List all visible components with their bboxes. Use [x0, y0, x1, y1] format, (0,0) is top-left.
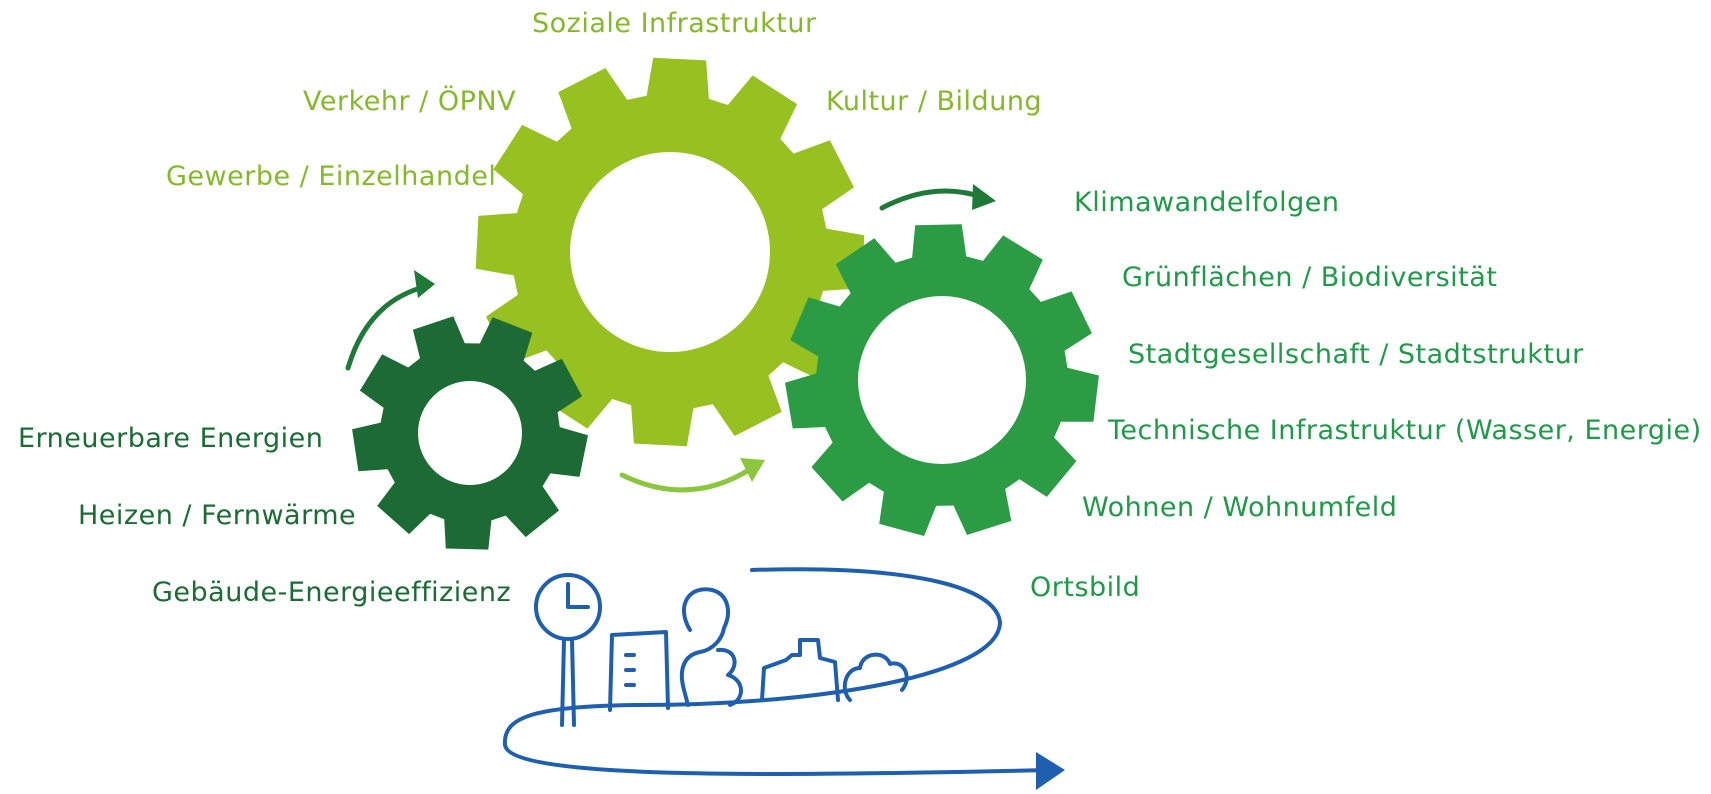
gear-right: [785, 224, 1099, 536]
gear-center-line: Stadt- und: [633, 213, 707, 230]
gear-center-line: Kreisentwicklung: [610, 196, 730, 212]
houses-icon: [760, 638, 840, 702]
label-verkehr-oepnv: Verkehr / ÖPNV: [303, 86, 517, 117]
arrow-top-right: [879, 184, 996, 211]
gear-left: [352, 316, 588, 550]
label-soziale-infrastruktur: Soziale Infrastruktur: [532, 8, 817, 39]
label-gebaeude-energieeffizienz: Gebäude-Energieeffizienz: [152, 577, 512, 608]
label-gruenflaechen-biodiversitaet: Grünflächen / Biodiversität: [1122, 262, 1498, 293]
label-technische-infrastruktur: Technische Infrastruktur (Wasser, Energi…: [1108, 415, 1702, 446]
arrow-bottom-center: [619, 458, 765, 493]
label-ortsbild: Ortsbild: [1030, 572, 1141, 603]
label-gewerbe-einzelhandel: Gewerbe / Einzelhandel: [166, 161, 497, 192]
label-kultur-bildung: Kultur / Bildung: [826, 86, 1043, 117]
tree-icon: [842, 652, 909, 702]
clock-icon: [534, 573, 602, 641]
gear-center-line: Stadterneuerung: [610, 248, 730, 265]
arrow-left-up: [345, 270, 435, 371]
label-heizen-fernwaerme: Heizen / Fernwärme: [78, 500, 357, 531]
loop-curve: [502, 567, 1052, 776]
loop-arrow-head: [1036, 752, 1065, 790]
town-sketch: [502, 567, 1065, 790]
building-icon: [608, 630, 670, 712]
gear-center: [475, 57, 865, 447]
gear-center-line: Neubaugebiete: [616, 266, 724, 282]
gear-center-line: Ortsentwicklung: [612, 231, 728, 247]
label-erneuerbare-energien: Erneuerbare Energien: [18, 423, 324, 454]
label-klimawandelfolgen: Klimawandelfolgen: [1074, 187, 1340, 218]
gear-center-text: Kreisentwicklung Stadt- und Ortsentwickl…: [590, 196, 750, 284]
person-icon: [679, 587, 730, 707]
label-wohnen-wohnumfeld: Wohnen / Wohnumfeld: [1082, 492, 1398, 523]
label-stadtgesellschaft-stadtstruktur: Stadtgesellschaft / Stadtstruktur: [1128, 339, 1584, 370]
